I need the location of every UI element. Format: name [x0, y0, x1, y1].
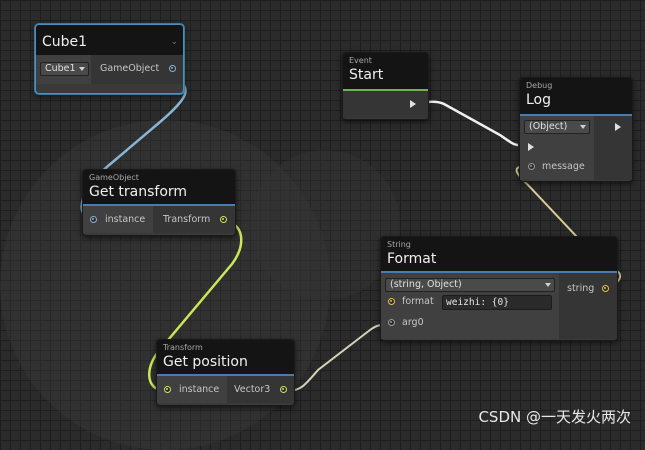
dropdown-value: Cube1 [45, 63, 76, 74]
node-category: String [387, 240, 411, 249]
watermark: CSDN @一天发火两次 [478, 408, 631, 426]
node-body: (Object) message [520, 116, 632, 180]
get-position-node[interactable]: Transform Get position instance Vector3 [156, 339, 295, 406]
output-port-string[interactable] [602, 285, 609, 292]
format-label: format [402, 296, 434, 307]
arg-label: arg0 [402, 317, 424, 328]
flow-input-port[interactable] [528, 143, 534, 151]
format-node[interactable]: String Format (string, Object) format we… [380, 236, 618, 341]
wire-vector3-to-arg0 [287, 323, 389, 392]
chevron-down-icon[interactable]: ⌄ [170, 37, 178, 47]
dropdown-value: (string, Object) [390, 279, 462, 290]
object-dropdown[interactable]: Cube1 [40, 62, 89, 76]
flow-output-port[interactable] [615, 123, 621, 131]
node-category: Transform [163, 343, 203, 352]
wire-transform-to-instance [148, 219, 243, 392]
output-port-transform[interactable] [220, 216, 227, 223]
input-port-instance[interactable] [90, 216, 97, 223]
output-label: string [567, 283, 595, 294]
output-port-gameobject[interactable] [169, 65, 176, 72]
input-port-format[interactable] [388, 298, 395, 305]
input-label: instance [179, 384, 220, 395]
input-port-arg0[interactable] [388, 319, 395, 326]
flow-output-port[interactable] [410, 100, 416, 108]
node-body: Cube1 GameObject [36, 55, 183, 84]
overload-dropdown[interactable]: (Object) [524, 120, 590, 134]
node-body [343, 91, 428, 118]
wire-start-to-log-flow [414, 100, 519, 147]
node-header[interactable]: Cube1 ⌄ [36, 25, 183, 55]
node-body: instance Transform [83, 206, 235, 233]
cube1-node[interactable]: Cube1 ⌄ Cube1 GameObject [35, 24, 184, 94]
node-header[interactable]: Transform Get position [157, 340, 294, 374]
input-port-message[interactable] [528, 163, 535, 170]
overload-dropdown[interactable]: (string, Object) [385, 278, 555, 292]
dropdown-arrow-icon [79, 67, 85, 71]
output-label: Vector3 [234, 384, 271, 395]
output-port-vector3[interactable] [280, 386, 287, 393]
dropdown-arrow-icon [580, 125, 586, 129]
node-title: Get position [163, 354, 248, 370]
dropdown-arrow-icon [545, 283, 551, 287]
wire-cube1-to-instance [80, 77, 187, 220]
node-body: (string, Object) format weizhi: {0} arg0… [381, 273, 617, 339]
node-title: Cube1 [42, 34, 88, 50]
node-title: Get transform [89, 184, 188, 200]
node-accent-bar [343, 89, 428, 91]
node-accent-bar [520, 114, 632, 116]
node-accent-bar [83, 204, 235, 206]
format-value: weizhi: {0} [446, 297, 509, 308]
node-body: instance Vector3 [157, 376, 294, 403]
node-header[interactable]: Debug Log [520, 78, 632, 114]
get-transform-node[interactable]: GameObject Get transform instance Transf… [82, 169, 236, 236]
node-accent-bar [381, 271, 617, 273]
output-label: GameObject [100, 63, 160, 74]
dropdown-value: (Object) [529, 121, 568, 132]
format-input[interactable]: weizhi: {0} [442, 295, 552, 310]
node-title: Format [387, 251, 437, 267]
output-column [594, 116, 632, 180]
input-label: instance [105, 214, 146, 225]
node-title: Log [526, 92, 552, 108]
node-category: Debug [526, 81, 553, 90]
output-column [91, 55, 183, 84]
output-column [559, 273, 617, 339]
node-accent-bar [157, 374, 294, 376]
node-header[interactable]: Event Start [343, 53, 428, 89]
input-label: message [542, 161, 585, 172]
node-category: GameObject [89, 173, 139, 182]
output-label: Transform [163, 214, 211, 225]
log-node[interactable]: Debug Log (Object) message [519, 77, 633, 182]
input-port-instance[interactable] [164, 386, 171, 393]
node-header[interactable]: String Format [381, 237, 617, 271]
start-node[interactable]: Event Start [342, 52, 429, 120]
node-category: Event [349, 56, 372, 65]
node-title: Start [349, 67, 384, 83]
node-header[interactable]: GameObject Get transform [83, 170, 235, 204]
